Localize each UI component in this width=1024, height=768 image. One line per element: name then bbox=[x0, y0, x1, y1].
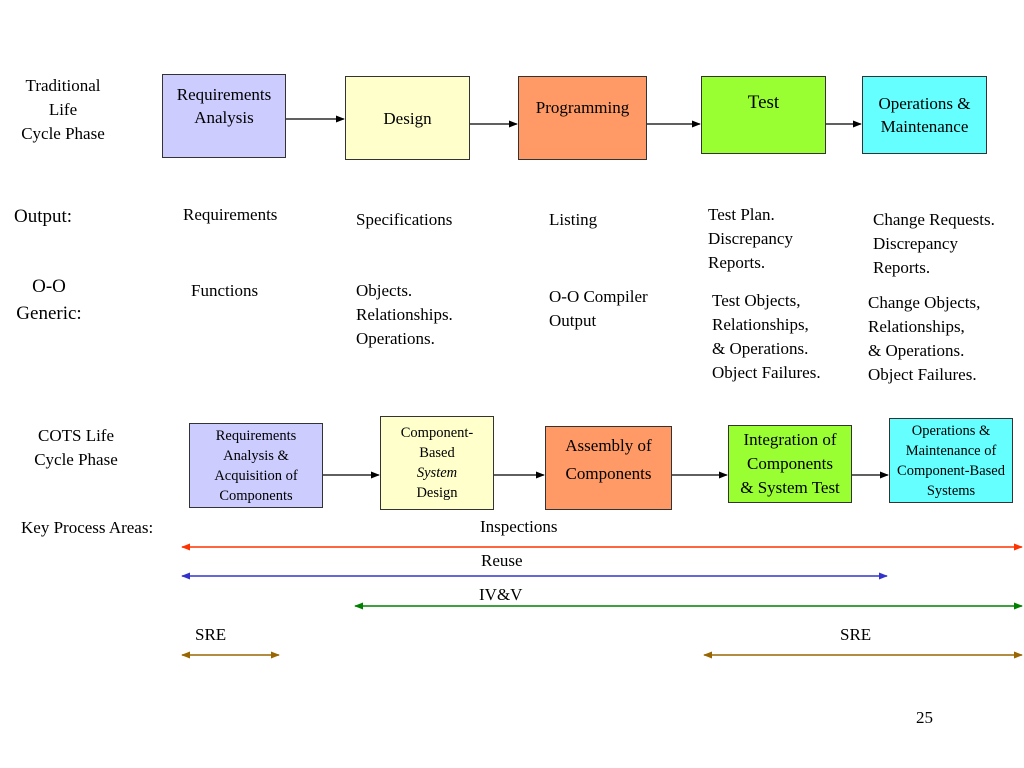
component-based-design-label-part1: Component- Based bbox=[400, 425, 474, 461]
requirements-analysis-label: Requirements Analysis bbox=[176, 85, 272, 127]
inspections-label: Inspections bbox=[480, 517, 558, 536]
traditional-row-label: Traditional Life Cycle Phase bbox=[21, 76, 105, 143]
reuse-label: Reuse bbox=[481, 551, 523, 570]
component-based-design-label-part3: Design bbox=[416, 485, 458, 501]
design-label: Design bbox=[383, 108, 432, 128]
assembly-box: Assembly of Components bbox=[545, 426, 672, 510]
component-based-design-box: Component- Based System Design bbox=[380, 416, 494, 510]
page-number: 25 bbox=[916, 708, 933, 727]
oo-objects: Objects. Relationships. Operations. bbox=[356, 281, 453, 348]
design-box: Design bbox=[345, 76, 470, 160]
oo-generic-row-label: O-O Generic: bbox=[16, 276, 82, 324]
cots-row-label: COTS Life Cycle Phase bbox=[34, 426, 118, 469]
oo-compiler-output: O-O Compiler Output bbox=[549, 287, 648, 330]
oo-functions: Functions bbox=[191, 281, 259, 300]
cots-operations-box: Operations & Maintenance of Component-Ba… bbox=[889, 418, 1013, 503]
cots-requirements-label: Requirements Analysis & Acquisition of C… bbox=[214, 427, 298, 504]
cots-requirements-box: Requirements Analysis & Acquisition of C… bbox=[189, 423, 323, 508]
oo-test-objects: Test Objects, Relationships, & Operation… bbox=[712, 291, 821, 382]
component-based-design-label-system: System bbox=[416, 465, 458, 481]
output-specifications: Specifications bbox=[356, 210, 453, 229]
test-label: Test bbox=[747, 91, 780, 113]
oo-change-objects: Change Objects, Relationships, & Operati… bbox=[868, 293, 981, 384]
output-listing: Listing bbox=[549, 210, 598, 229]
operations-maintenance-label: Operations & Maintenance bbox=[878, 94, 971, 136]
output-requirements: Requirements bbox=[183, 205, 278, 224]
requirements-analysis-box: Requirements Analysis bbox=[162, 74, 286, 158]
output-change-requests: Change Requests. Discrepancy Reports. bbox=[873, 210, 995, 277]
cots-operations-label: Operations & Maintenance of Component-Ba… bbox=[897, 422, 1005, 499]
programming-label: Programming bbox=[535, 97, 630, 117]
key-process-areas-label: Key Process Areas: bbox=[21, 518, 154, 537]
sre-right-label: SRE bbox=[840, 625, 872, 644]
output-test-plan: Test Plan. Discrepancy Reports. bbox=[708, 205, 793, 272]
assembly-label: Assembly of Components bbox=[565, 436, 652, 483]
ivv-label: IV&V bbox=[479, 585, 523, 604]
output-row-label: Output: bbox=[14, 206, 73, 227]
integration-label: Integration of Components & System Test bbox=[740, 430, 840, 497]
test-box: Test bbox=[701, 76, 826, 154]
sre-left-label: SRE bbox=[195, 625, 227, 644]
component-based-design-label: Component- Based System Design bbox=[401, 423, 474, 503]
operations-maintenance-box: Operations & Maintenance bbox=[862, 76, 987, 154]
integration-box: Integration of Components & System Test bbox=[728, 425, 852, 503]
programming-box: Programming bbox=[518, 76, 647, 160]
